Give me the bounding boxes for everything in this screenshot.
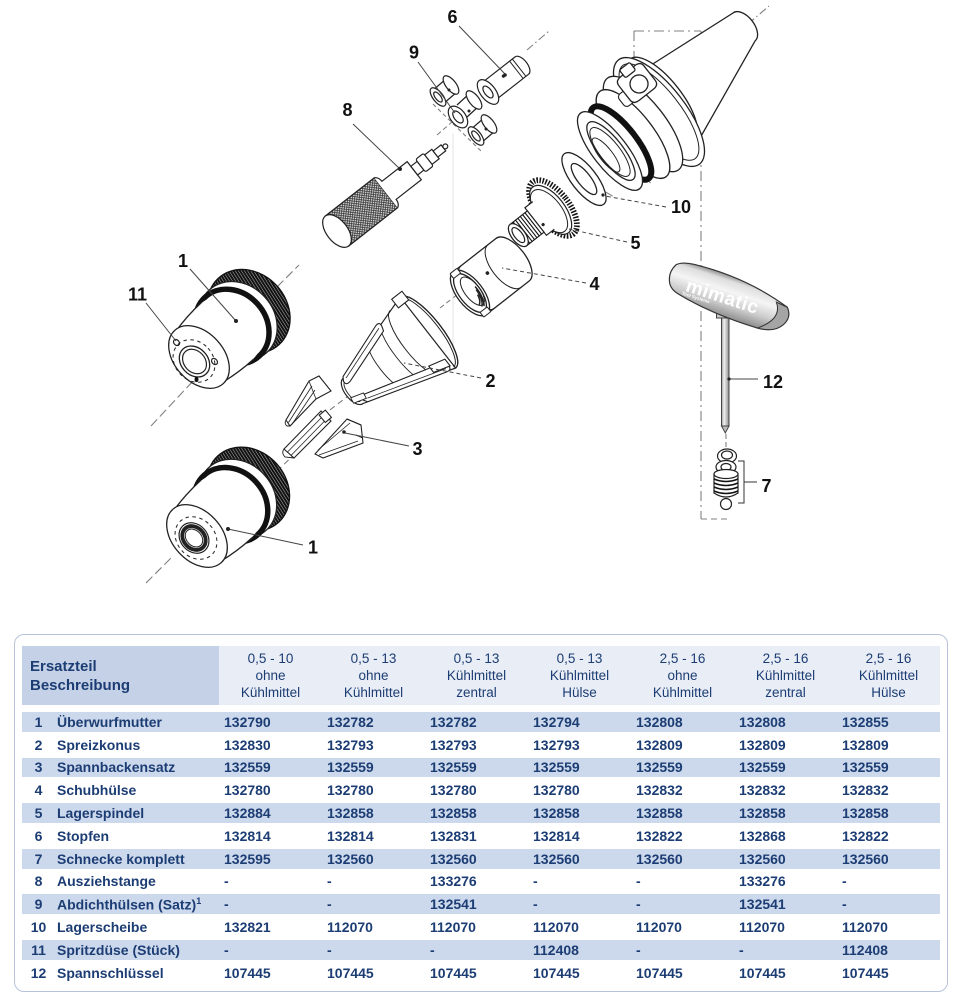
svg-text:5: 5 xyxy=(630,233,640,253)
svg-text:1: 1 xyxy=(178,251,188,271)
svg-text:12: 12 xyxy=(763,372,783,392)
svg-text:4: 4 xyxy=(589,274,599,294)
svg-text:3: 3 xyxy=(412,439,422,459)
svg-text:9: 9 xyxy=(409,43,419,63)
svg-text:1: 1 xyxy=(308,538,318,558)
svg-text:7: 7 xyxy=(761,476,771,496)
svg-text:11: 11 xyxy=(128,285,147,305)
svg-text:10: 10 xyxy=(671,197,691,217)
svg-text:8: 8 xyxy=(342,100,352,120)
svg-text:2: 2 xyxy=(485,371,495,391)
svg-text:6: 6 xyxy=(447,7,457,27)
